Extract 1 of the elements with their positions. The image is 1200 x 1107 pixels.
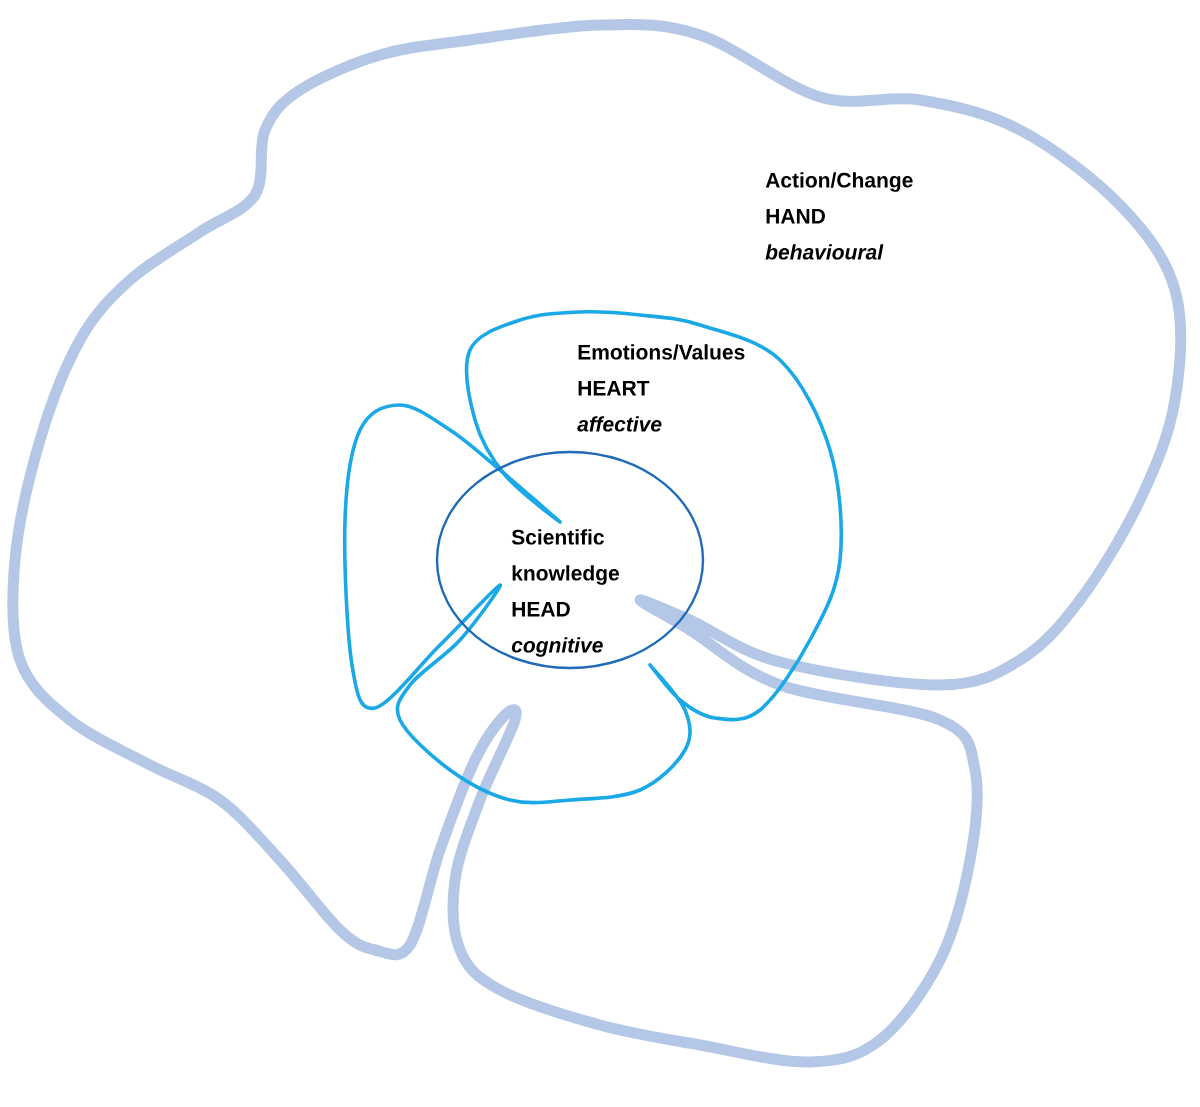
head-oval: Scientific knowledge HEAD cognitive <box>435 450 705 670</box>
